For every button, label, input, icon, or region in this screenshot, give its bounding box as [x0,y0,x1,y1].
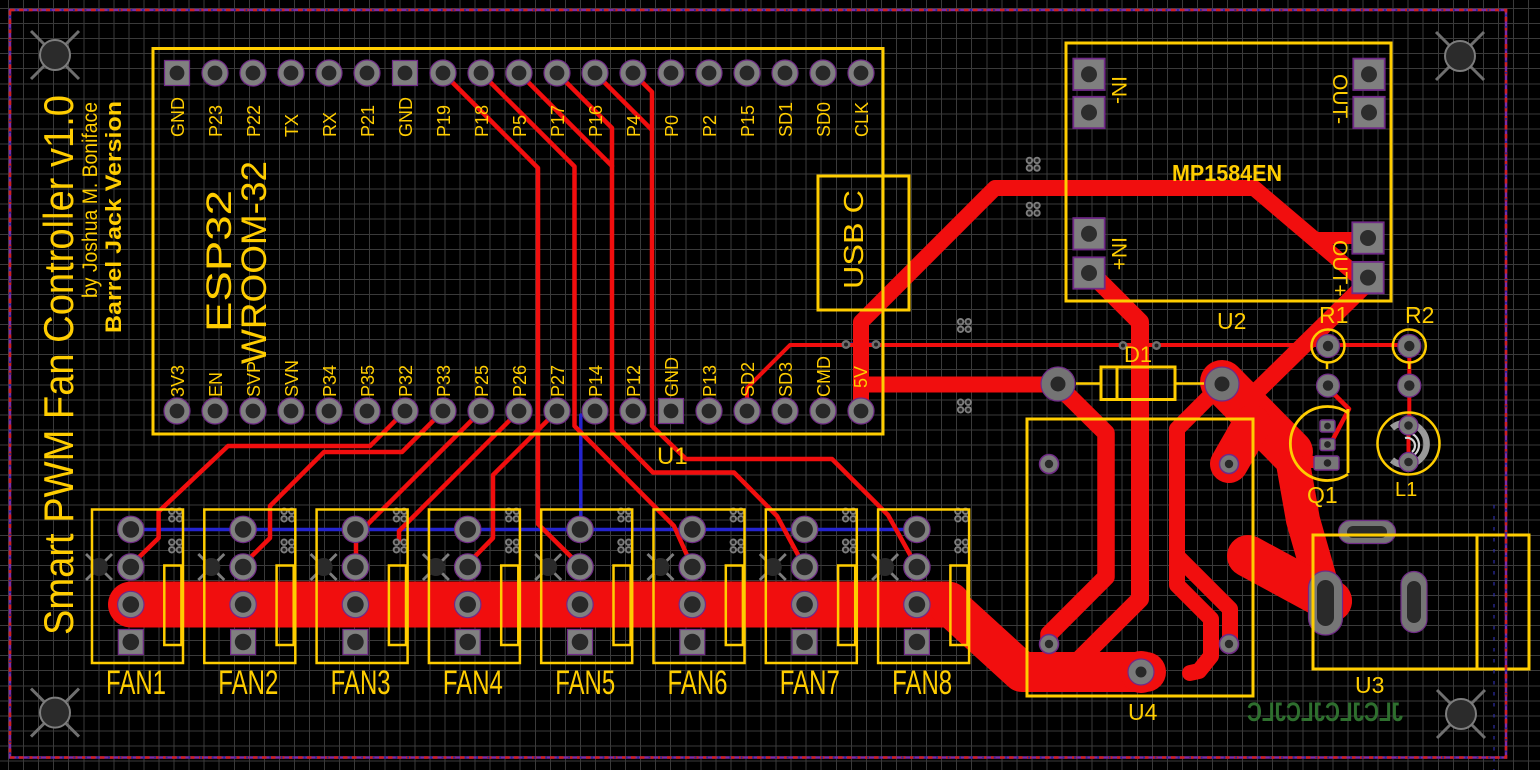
svg-text:CMD: CMD [814,356,834,397]
svg-text:P15: P15 [738,105,758,137]
svg-text:EN: EN [206,372,226,397]
svg-text:by Joshua M. Boniface: by Joshua M. Boniface [79,102,102,298]
svg-text:ESP32: ESP32 [200,190,239,332]
svg-text:P18: P18 [472,105,492,137]
svg-text:P13: P13 [700,365,720,397]
svg-text:U2: U2 [1217,308,1246,334]
svg-text:WROOM-32: WROOM-32 [235,161,274,364]
svg-text:P34: P34 [320,365,340,397]
svg-text:P0: P0 [662,115,682,137]
svg-text:U4: U4 [1128,699,1158,725]
svg-text:GND: GND [396,97,416,137]
svg-text:CLK: CLK [852,102,872,137]
svg-text:SD0: SD0 [814,102,834,137]
svg-text:P33: P33 [434,365,454,397]
svg-text:FAN5: FAN5 [555,664,615,702]
svg-text:SD2: SD2 [738,362,758,397]
svg-text:SVP: SVP [244,361,264,397]
svg-text:TX: TX [282,114,302,137]
svg-text:Smart PWM Fan Controller v1.0: Smart PWM Fan Controller v1.0 [35,95,82,635]
svg-text:P25: P25 [472,365,492,397]
svg-text:Barrel Jack Version: Barrel Jack Version [101,101,126,333]
svg-text:FAN1: FAN1 [106,664,166,702]
svg-text:R1: R1 [1319,302,1348,328]
svg-text:P5: P5 [510,115,530,137]
svg-text:5V: 5V [851,366,871,388]
svg-text:P16: P16 [586,105,606,137]
svg-text:P23: P23 [206,105,226,137]
svg-text:Q1: Q1 [1307,482,1338,508]
svg-text:GND: GND [662,357,682,397]
svg-text:P17: P17 [548,105,568,137]
svg-text:GND: GND [168,97,188,137]
svg-text:P21: P21 [358,105,378,137]
svg-text:RX: RX [320,112,340,137]
svg-text:P12: P12 [624,365,644,397]
svg-text:FAN2: FAN2 [218,664,278,702]
svg-text:FAN6: FAN6 [668,664,728,702]
svg-text:P22: P22 [244,105,264,137]
svg-text:OUT+: OUT+ [1328,240,1351,297]
svg-text:P19: P19 [434,105,454,137]
svg-text:FAN3: FAN3 [331,664,391,702]
svg-text:IN+: IN+ [1107,237,1130,270]
svg-text:3V3: 3V3 [168,365,188,397]
svg-text:JLCJLCJLCJLC: JLCJLCJLCJLC [1247,697,1403,727]
svg-text:FAN8: FAN8 [892,664,952,702]
svg-text:USB C: USB C [838,190,869,289]
svg-text:P35: P35 [358,365,378,397]
svg-text:MP1584EN: MP1584EN [1172,160,1282,186]
svg-text:FAN7: FAN7 [780,664,840,702]
svg-text:SVN: SVN [282,360,302,397]
svg-text:SD1: SD1 [776,102,796,137]
svg-text:U1: U1 [657,443,688,470]
svg-text:L1: L1 [1395,479,1417,501]
svg-text:FAN4: FAN4 [443,664,503,702]
svg-text:OUT-: OUT- [1328,74,1351,124]
svg-text:P14: P14 [586,365,606,397]
svg-text:R2: R2 [1405,302,1434,328]
svg-text:P32: P32 [396,365,416,397]
svg-text:P4: P4 [624,115,644,137]
svg-text:P27: P27 [548,365,568,397]
svg-text:U3: U3 [1355,672,1384,698]
svg-text:D1: D1 [1124,342,1152,367]
svg-text:P2: P2 [700,115,720,137]
svg-text:P26: P26 [510,365,530,397]
svg-text:SD3: SD3 [776,362,796,397]
svg-text:IN-: IN- [1107,76,1130,104]
